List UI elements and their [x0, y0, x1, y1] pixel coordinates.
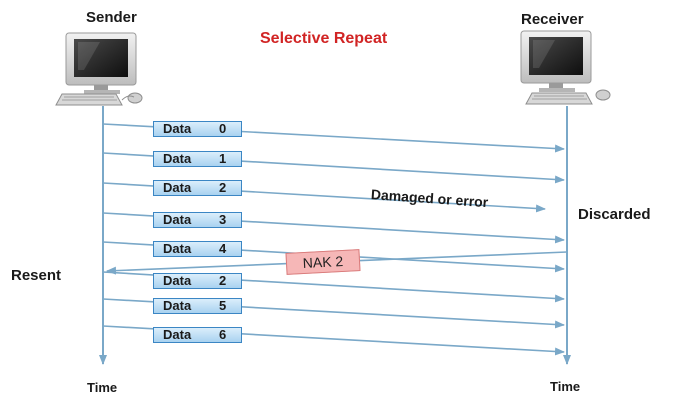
sender-time-label: Time	[87, 380, 118, 395]
frame-label: Data	[163, 121, 192, 136]
frame-data-6: Data 6	[153, 327, 242, 343]
receiver-computer-icon	[520, 30, 611, 105]
frame-number: 2	[219, 180, 227, 195]
frame-data-1: Data 1	[153, 151, 242, 167]
sender-label: Sender	[86, 9, 137, 26]
frame-label: Data	[163, 212, 192, 227]
sender-computer-icon	[55, 32, 143, 106]
frame-number: 5	[219, 298, 227, 313]
receiver-label: Receiver	[521, 11, 584, 28]
frame-label: Data	[163, 180, 192, 195]
diagram-title: Selective Repeat	[260, 30, 388, 47]
frame-label: Data	[163, 241, 192, 256]
frame-number: 4	[219, 241, 227, 256]
receiver-time-label: Time	[550, 379, 581, 394]
frame-label: Data	[163, 151, 192, 166]
frame-number: 0	[219, 121, 227, 136]
nak-2-box: NAK 2	[285, 249, 361, 275]
frame-data-5: Data 5	[153, 298, 242, 314]
frame-data-0: Data 0	[153, 121, 242, 137]
frame-data-2: Data 2	[153, 180, 242, 196]
frame-number: 3	[219, 212, 227, 227]
frame-label: Data	[163, 298, 192, 313]
frame-data-4: Data 4	[153, 241, 242, 257]
frame-label: Data	[163, 273, 192, 288]
frame-data-2-resent: Data 2	[153, 273, 242, 289]
resent-label: Resent	[11, 267, 62, 284]
frame-number: 1	[219, 151, 227, 166]
frame-label: Data	[163, 327, 192, 342]
frame-data-3: Data 3	[153, 212, 242, 228]
frame-number: 6	[219, 327, 227, 342]
discarded-label: Discarded	[578, 206, 651, 223]
frame-number: 2	[219, 273, 227, 288]
